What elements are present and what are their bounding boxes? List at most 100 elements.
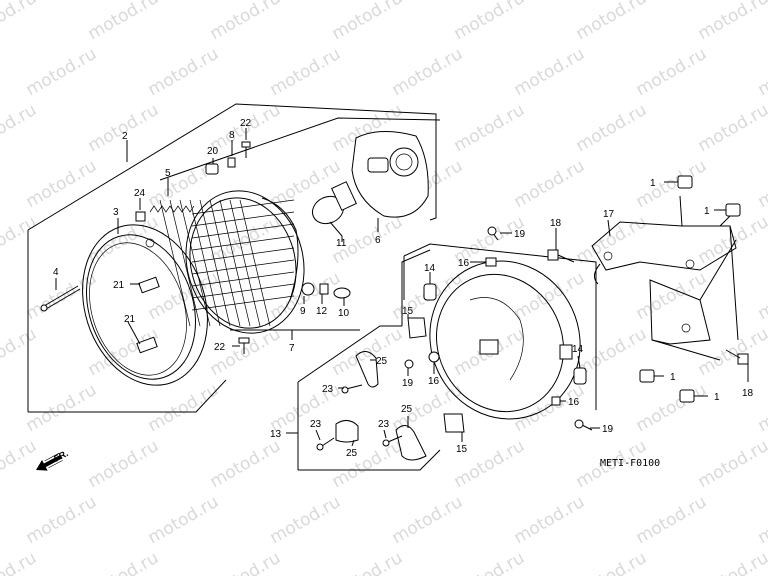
callout-12: 12 bbox=[316, 306, 328, 317]
callout-8: 8 bbox=[229, 130, 235, 141]
watermark-text: motod.ru bbox=[695, 548, 768, 576]
watermark-text: motod.ru bbox=[85, 100, 163, 156]
watermark-text: motod.ru bbox=[0, 100, 40, 156]
callout-19a: 19 bbox=[514, 229, 526, 240]
watermark-text: motod.ru bbox=[633, 492, 711, 548]
watermark-text: motod.ru bbox=[85, 436, 163, 492]
screw-19a bbox=[487, 226, 499, 241]
grommet bbox=[205, 163, 219, 175]
callout-1b: 1 bbox=[704, 206, 710, 217]
callout-18b: 18 bbox=[742, 388, 754, 399]
callout-9: 9 bbox=[300, 306, 306, 317]
watermark-text: motod.ru bbox=[267, 492, 345, 548]
watermark-text: motod.ru bbox=[0, 212, 40, 268]
callout-24: 24 bbox=[134, 188, 146, 199]
headlight-stay bbox=[591, 195, 739, 361]
callout-21a: 21 bbox=[113, 280, 125, 291]
lens-grid-line bbox=[239, 199, 271, 327]
callout-1c: 1 bbox=[670, 372, 676, 383]
watermark-text: motod.ru bbox=[23, 492, 101, 548]
callout-15a: 15 bbox=[402, 306, 414, 317]
callout-6: 6 bbox=[375, 235, 381, 246]
wire-band-25a bbox=[355, 351, 379, 388]
nut-16b bbox=[428, 351, 440, 363]
screw-22b bbox=[238, 337, 250, 354]
callout-19b: 19 bbox=[402, 378, 414, 389]
watermark-text: motod.ru bbox=[755, 156, 768, 212]
lens-grid-line bbox=[199, 199, 231, 327]
callout-1d: 1 bbox=[714, 392, 720, 403]
lens-grid-line bbox=[191, 295, 295, 311]
watermark-text: motod.ru bbox=[573, 0, 651, 44]
grommet-14b bbox=[573, 367, 587, 385]
watermark-text: motod.ru bbox=[23, 156, 101, 212]
watermark-text: motod.ru bbox=[267, 44, 345, 100]
lens-grid-line bbox=[191, 271, 295, 287]
watermark-text: motod.ru bbox=[207, 0, 285, 44]
callout-16c: 16 bbox=[568, 397, 580, 408]
watermark-text: motod.ru bbox=[23, 44, 101, 100]
callout-16a: 16 bbox=[458, 258, 470, 269]
figure-code: METI-F0100 bbox=[600, 458, 660, 469]
watermark-text: motod.ru bbox=[511, 492, 589, 548]
callout-23b: 23 bbox=[310, 419, 322, 430]
watermark-text: motod.ru bbox=[755, 44, 768, 100]
lens-grid-line bbox=[191, 259, 295, 275]
watermark-text: motod.ru bbox=[0, 324, 40, 380]
watermark-text: motod.ru bbox=[633, 44, 711, 100]
watermark-text: motod.ru bbox=[451, 100, 529, 156]
watermark-text: motod.ru bbox=[695, 100, 768, 156]
callout-15b: 15 bbox=[456, 444, 468, 455]
callout-25b: 25 bbox=[346, 448, 358, 459]
watermark-text: motod.ru bbox=[0, 548, 40, 576]
flange-nut-1b bbox=[725, 203, 741, 217]
watermark-text: motod.ru bbox=[695, 436, 768, 492]
callout-2: 2 bbox=[122, 131, 128, 142]
wire-band-25c bbox=[395, 425, 427, 461]
callout-22a: 22 bbox=[240, 118, 252, 129]
callout-14b: 14 bbox=[572, 344, 584, 355]
callout-25a: 25 bbox=[376, 356, 388, 367]
socket-cover bbox=[351, 131, 429, 218]
watermark-text: motod.ru bbox=[23, 380, 101, 436]
watermark-text: motod.ru bbox=[511, 44, 589, 100]
callout-5: 5 bbox=[165, 168, 171, 179]
screw-23a bbox=[341, 384, 363, 394]
callout-25c: 25 bbox=[401, 404, 413, 415]
assembly-outline-2 bbox=[27, 103, 437, 413]
callout-1a: 1 bbox=[650, 178, 656, 189]
watermark-text: motod.ru bbox=[755, 380, 768, 436]
lens-grid-line bbox=[179, 199, 211, 327]
callout-11: 11 bbox=[336, 238, 347, 249]
lens-grid-line bbox=[169, 199, 201, 327]
headlight-case bbox=[429, 260, 581, 420]
watermark-text: motod.ru bbox=[207, 436, 285, 492]
callout-23a: 23 bbox=[322, 384, 334, 395]
adjuster-spring bbox=[149, 205, 195, 213]
screw-19c bbox=[574, 419, 593, 431]
callout-3: 3 bbox=[113, 207, 119, 218]
bolt-18b bbox=[725, 349, 749, 365]
callout-19c: 19 bbox=[602, 424, 614, 435]
flange-nut-1a bbox=[677, 175, 693, 189]
callout-22b: 22 bbox=[214, 342, 226, 353]
watermark-text: motod.ru bbox=[573, 100, 651, 156]
lens-grid-line bbox=[159, 199, 191, 327]
watermark-text: motod.ru bbox=[0, 0, 40, 44]
watermark-text: motod.ru bbox=[573, 212, 651, 268]
callout-20: 20 bbox=[207, 146, 219, 157]
lens-grid-line bbox=[219, 199, 251, 327]
watermark-text: motod.ru bbox=[145, 44, 223, 100]
watermark-text: motod.ru bbox=[389, 492, 467, 548]
position-bulb-wedge bbox=[319, 283, 329, 295]
lens-grid-line bbox=[191, 247, 295, 263]
position-socket bbox=[301, 282, 315, 296]
callout-7: 7 bbox=[289, 343, 295, 354]
callout-14a: 14 bbox=[424, 263, 436, 274]
watermark-text: motod.ru bbox=[633, 380, 711, 436]
callout-4: 4 bbox=[53, 267, 59, 278]
headlight-bulb bbox=[311, 181, 357, 237]
watermark-text: motod.ru bbox=[145, 268, 223, 324]
watermark-text: motod.ru bbox=[329, 0, 407, 44]
